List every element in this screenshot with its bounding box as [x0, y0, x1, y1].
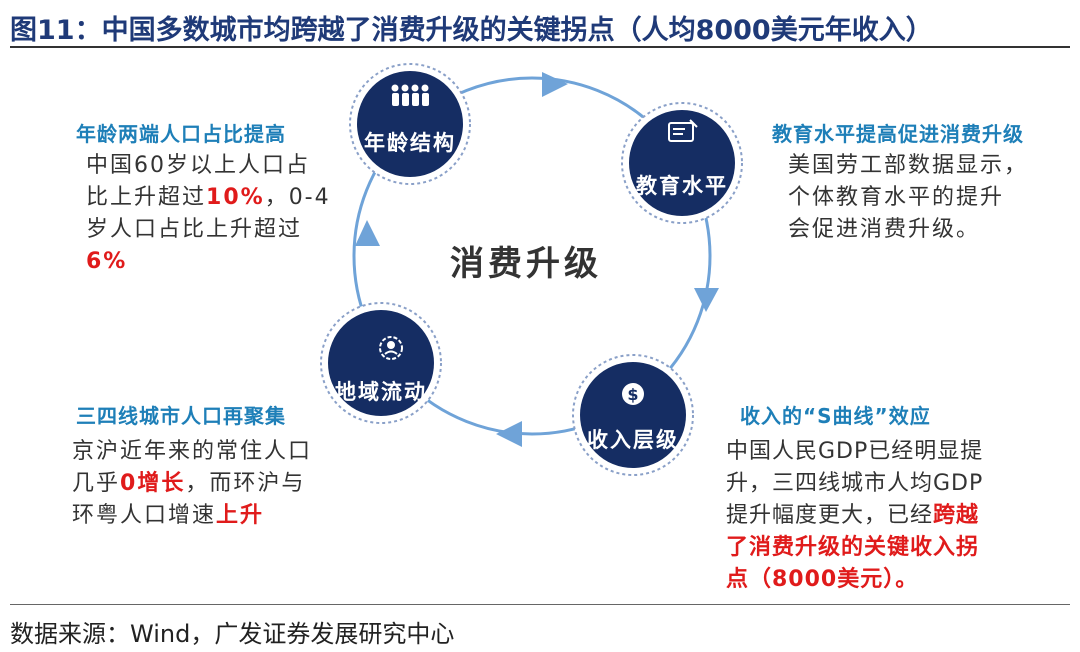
- income-note: 中国人民GDP已经明显提 升，三四线城市人均GDP 提升幅度更大，已经跨越 了消…: [726, 436, 1036, 596]
- edu-line-3: 会促进消费升级。: [788, 217, 981, 242]
- income-highlight-cross: 跨越: [933, 503, 980, 528]
- arrow-top: [542, 72, 568, 97]
- age-line-3: 岁人口占比上升超过: [86, 217, 303, 242]
- source-note: 数据来源：Wind，广发证券发展研究中心: [10, 620, 455, 648]
- node-income-label: 收入层级: [587, 428, 679, 452]
- age-line-1: 中国60岁以上人口占: [86, 153, 310, 178]
- figure-title: 图11：中国多数城市均跨越了消费升级的关键拐点（人均8000美元年收入）: [10, 15, 933, 46]
- region-line-1: 京沪近年来的常住人口: [72, 439, 313, 464]
- node-age: [357, 71, 463, 177]
- people-group-icon: [391, 84, 429, 106]
- edu-line-1: 美国劳工部数据显示，: [788, 153, 1029, 178]
- arrow-right: [694, 288, 719, 312]
- region-line-2: 几乎0增长，而环沪与: [72, 471, 306, 496]
- arrow-bottom: [496, 421, 522, 447]
- title-rule: [10, 46, 1070, 48]
- node-region-label: 地域流动: [335, 380, 427, 404]
- node-region: [328, 310, 434, 416]
- cycle-ring: [352, 76, 712, 436]
- income-line-3: 提升幅度更大，已经跨越: [726, 503, 980, 528]
- age-line-2: 比上升超过10%，0-4: [86, 185, 331, 210]
- region-heading: 三四线城市人口再聚集: [76, 404, 286, 428]
- income-line-1: 中国人民GDP已经明显提: [726, 439, 984, 464]
- node-income: [580, 362, 686, 468]
- age-highlight-10: 10%: [206, 185, 265, 210]
- certificate-icon: [668, 119, 698, 142]
- income-line-4: 了消费升级的关键收入拐: [726, 535, 980, 560]
- svg-text:$: $: [627, 385, 638, 404]
- edu-line-2: 个体教育水平的提升: [788, 185, 1005, 210]
- income-line-5: 点（8000美元）。: [726, 567, 919, 592]
- region-highlight-up: 上升: [216, 503, 265, 528]
- node-edu-label: 教育水平: [636, 174, 728, 198]
- income-heading: 收入的“S曲线”效应: [740, 404, 931, 428]
- edu-heading: 教育水平提高促进消费升级: [772, 122, 1024, 146]
- age-highlight-6: 6%: [86, 249, 128, 274]
- dollar-coin-icon: $: [622, 383, 644, 405]
- edu-note: 美国劳工部数据显示， 个体教育水平的提升 会促进消费升级。: [788, 150, 1048, 246]
- arrow-left: [355, 220, 380, 246]
- node-edu: [629, 110, 735, 216]
- income-line-2: 升，三四线城市人均GDP: [726, 471, 984, 496]
- region-line-3: 环粤人口增速上升: [72, 503, 265, 528]
- region-note: 京沪近年来的常住人口 几乎0增长，而环沪与 环粤人口增速上升: [72, 436, 352, 532]
- node-age-label: 年龄结构: [364, 131, 456, 155]
- age-heading: 年龄两端人口占比提高: [76, 122, 286, 146]
- center-label: 消费升级: [450, 244, 602, 284]
- gear-person-icon: [379, 336, 403, 360]
- source-rule: [10, 604, 1070, 605]
- region-highlight-0: 0增长: [120, 471, 186, 496]
- age-note: 中国60岁以上人口占 比上升超过10%，0-4 岁人口占比上升超过 6%: [86, 150, 346, 278]
